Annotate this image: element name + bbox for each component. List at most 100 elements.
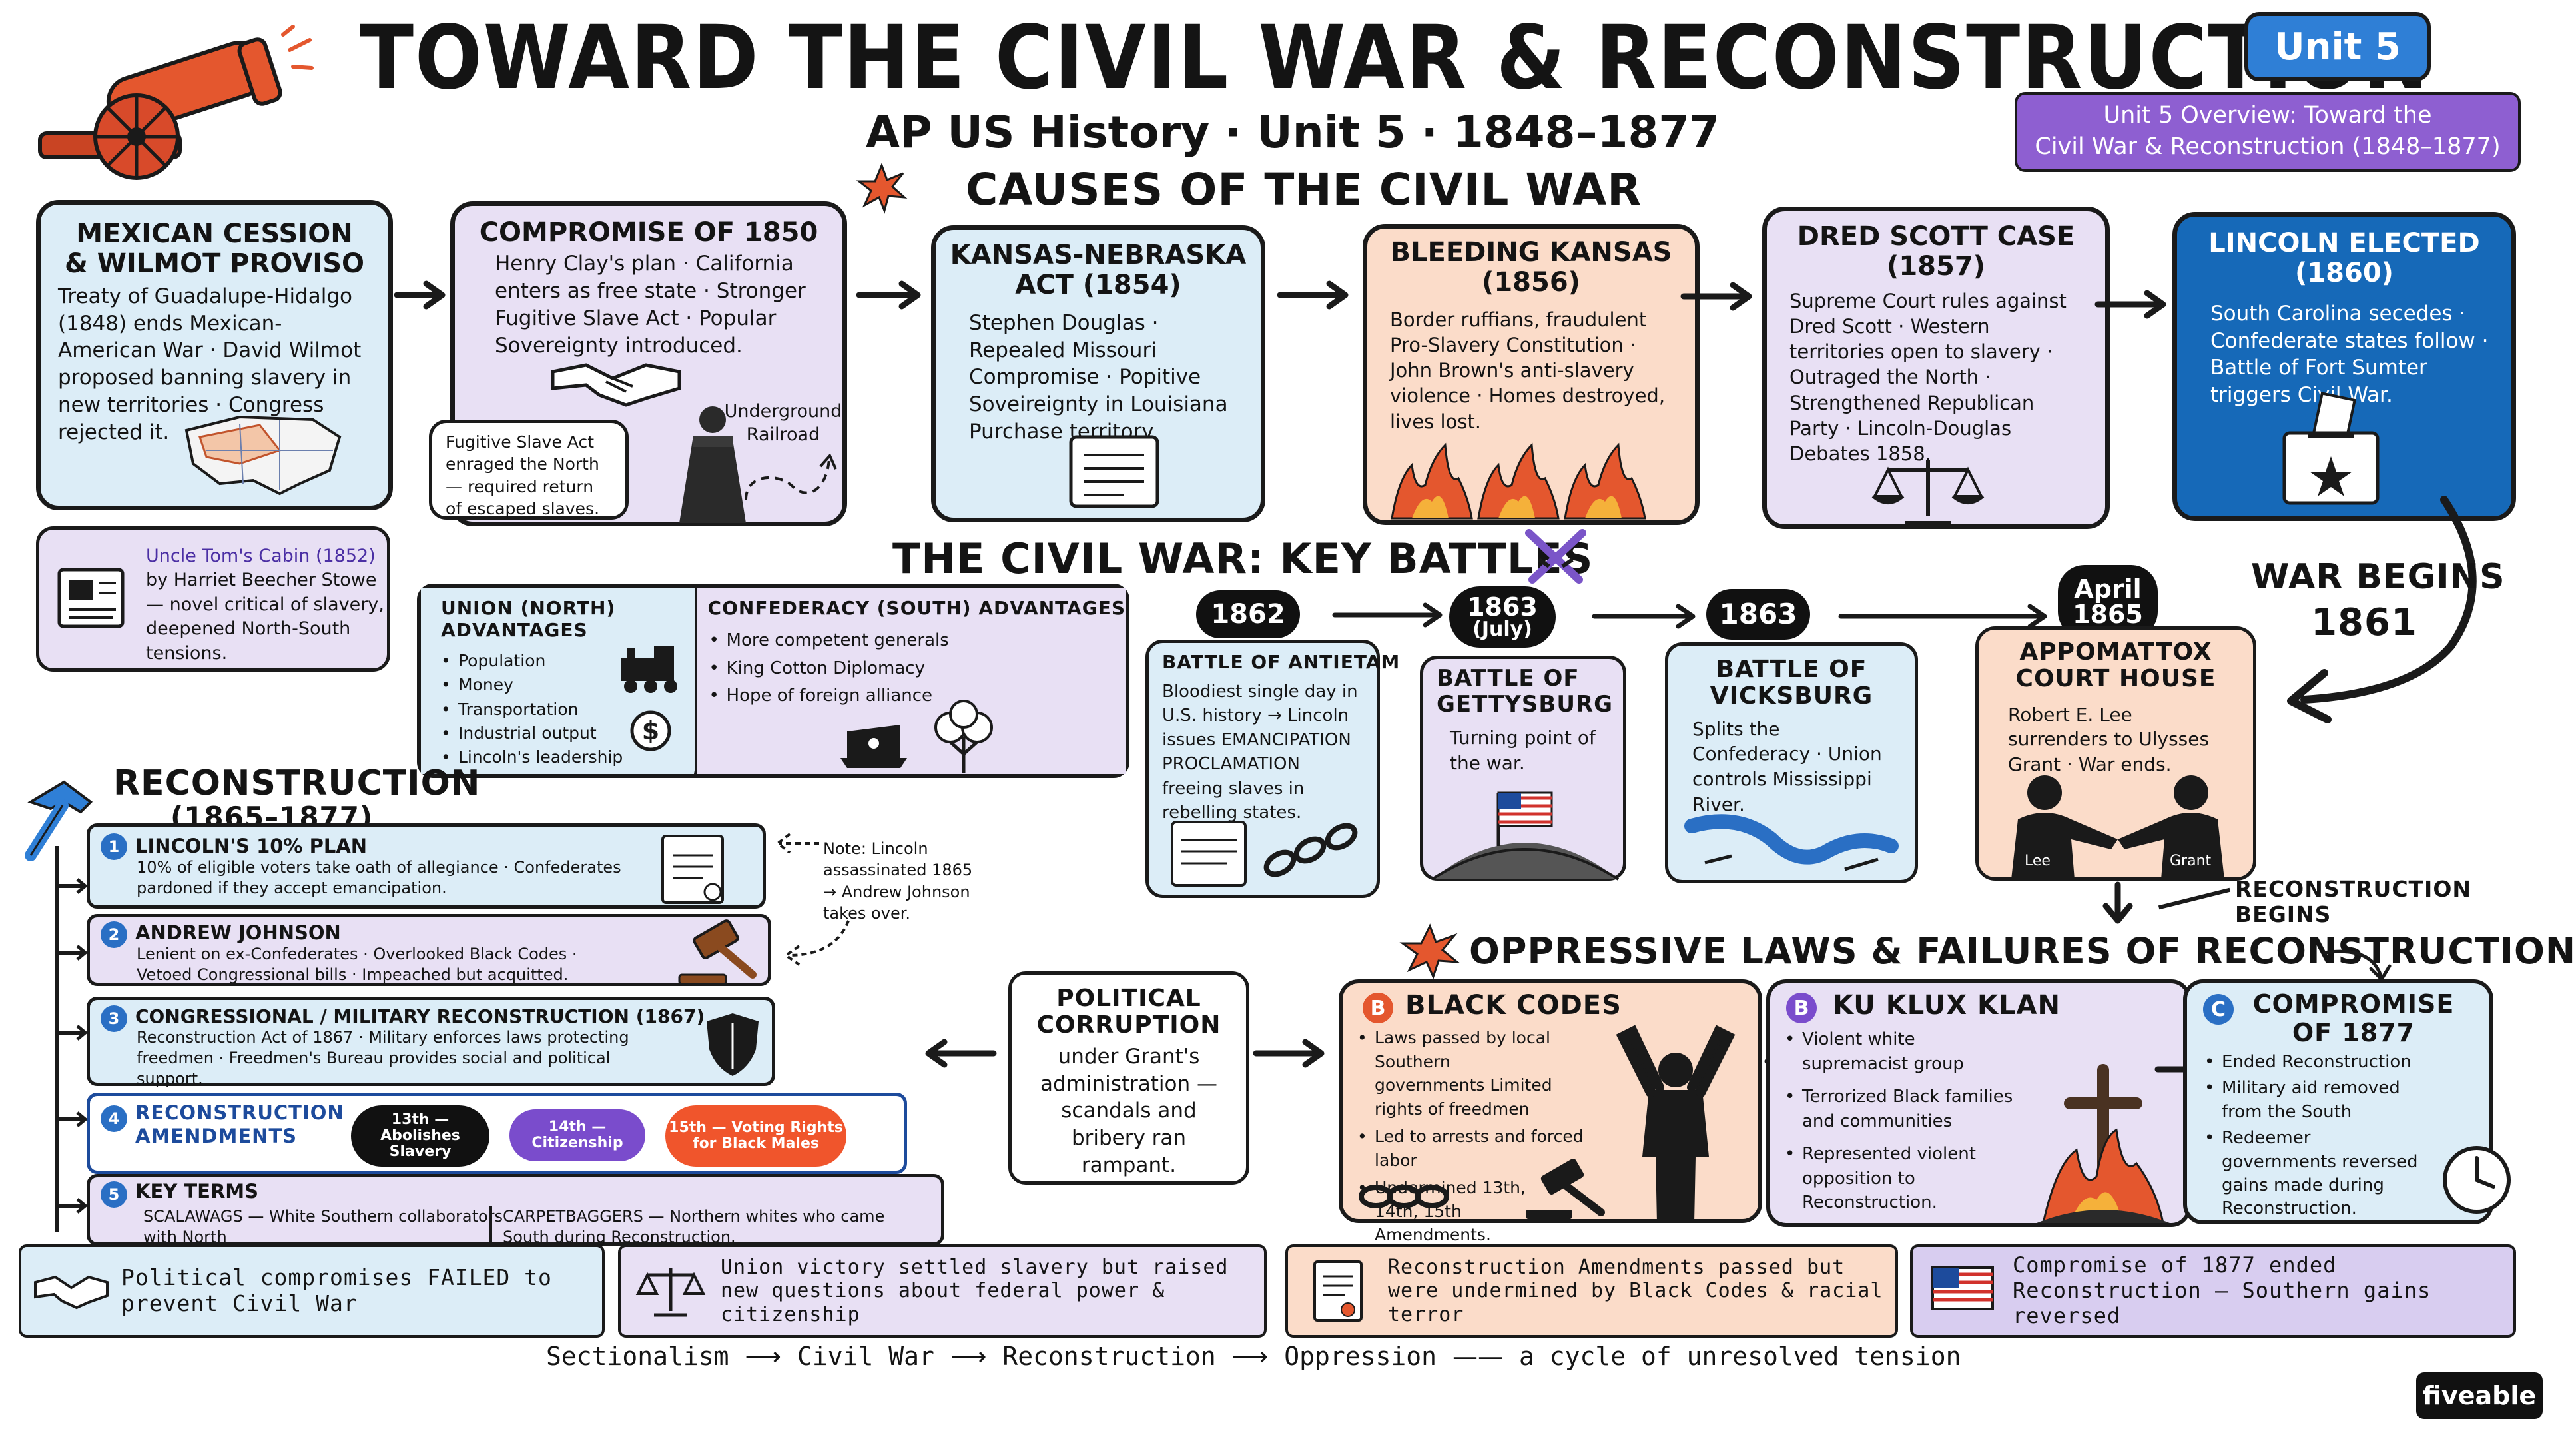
list-item: Led to arrests and forced labor [1355,1125,1585,1172]
list-item: Terrorized Black families and communitie… [1782,1085,2021,1134]
flow-step: Reconstruction [1002,1342,1216,1371]
shield-icon [703,1009,763,1079]
proclamation-chain-icon [1167,817,1367,890]
year-badge: 1863 [1706,589,1810,640]
card-title: KU KLUX KLAN [1833,990,2061,1021]
flow-step: Civil War [797,1342,934,1371]
ballot-box-icon [2278,392,2384,506]
recon-title: ANDREW JOHNSON [135,921,341,944]
number-badge: 3 [101,1005,127,1032]
list-item: Violent white supremacist group [1782,1027,2021,1077]
flow-step: Oppression [1284,1342,1437,1371]
document-seal-icon [1288,1258,1388,1324]
carpetbaggers-term: CARPETBAGGERS — Northern whites who came… [503,1207,885,1247]
dashed-arrow [775,915,855,969]
flow-step: Sectionalism [546,1342,729,1371]
hammer-icon [17,775,111,862]
unit-badge[interactable]: Unit 5 [2244,12,2431,81]
amendment-15-pill: 15th — Voting Rights for Black Males [665,1105,846,1167]
raised-arms-figure-icon [1609,1023,1742,1223]
flow-arrow-icon: ⟶ [1231,1342,1269,1371]
arrow-right [1253,1037,1327,1070]
arrow-right [1277,278,1351,312]
year-badge-gettysburg: 1863 (July) [1449,586,1556,648]
list-item: King Cotton Diplomacy [707,655,1126,683]
burning-cross-icon [2023,1063,2183,1224]
card-compromise-1877: C COMPROMISE OF 1877 Ended Reconstructio… [2183,979,2511,1224]
flow-dash: —— [1452,1342,1503,1371]
recon-title: KEY TERMS [135,1180,259,1202]
list-item: Population [438,649,695,674]
year-badge-appomattox: April 1865 [2058,565,2158,638]
summary-text: Union victory settled slavery but raised… [721,1255,1229,1326]
unit-badge-label: Unit 5 [2274,25,2401,69]
arrow-right [1838,601,2051,632]
oppressive-heading: OPPRESSIVE LAWS & FAILURES OF RECONSTRUC… [1469,930,2576,972]
card-title: LINCOLN ELECTED (1860) [2208,228,2480,288]
arrow-right [856,278,923,312]
number-badge: 2 [101,921,127,948]
arrow-right [2094,288,2168,321]
fugitive-slave-note: Fugitive Slave Act enraged the North — r… [429,420,629,520]
card-body: Turning point of the war. [1450,727,1596,774]
list-item: Represented violent opposition to Recons… [1782,1142,2021,1216]
recon-title: RECONSTRUCTION AMENDMENTS [135,1101,344,1148]
summary-flow: Sectionalism ⟶ Civil War ⟶ Reconstructio… [546,1336,2144,1376]
year-subtext: (July) [1472,618,1532,641]
card-gettysburg: BATTLE OF GETTYSBURG Turning point of th… [1420,656,1626,881]
uncle-toms-title: Uncle Tom's Cabin (1852) [146,546,376,566]
war-begins-label: WAR BEGINS [2251,557,2505,597]
starburst-icon [856,162,908,214]
scales-of-justice-icon [1865,453,1991,526]
war-begins-year: 1861 [2311,601,2417,644]
arrow-right [1332,600,1445,630]
summary-text: Political compromises FAILED to prevent … [121,1264,552,1316]
overview-box: Unit 5 Overview: Toward the Civil War & … [2015,92,2521,172]
divider [489,1206,492,1242]
card-compromise-1850: COMPROMISE OF 1850 Henry Clay's plan · C… [450,201,847,526]
crossed-swords-icon [1522,526,1589,586]
arrow-down [2098,881,2138,926]
list-item: Lincoln's leadership [438,745,695,770]
card-title: MEXICAN CESSION & WILMOT PROVISO [64,219,365,279]
summary-text: Reconstruction Amendments passed but wer… [1388,1255,1883,1326]
confederacy-advantages: CONFEDERACY (SOUTH) ADVANTAGES More comp… [697,588,1126,774]
dollar-coin-icon: $ [627,708,674,754]
scalawags-term: SCALAWAGS — White Southern collaborators… [143,1207,503,1247]
year-text: 1865 [2073,600,2143,629]
card-body: Splits the Confederacy · Union controls … [1692,718,1882,816]
number-badge: 1 [101,833,127,860]
uncle-toms-cabin-box: Uncle Tom's Cabin (1852) by Harriet Beec… [36,526,390,672]
cotton-plant-icon [924,700,1004,774]
card-dred-scott: DRED SCOTT CASE (1857) Supreme Court rul… [1762,207,2110,529]
overview-line-1: Unit 5 Overview: Toward the [2103,102,2432,129]
recon-title: CONGRESSIONAL / MILITARY RECONSTRUCTION … [135,1005,705,1027]
amendment-14-pill: 14th — Citizenship [509,1109,645,1161]
year-text: 1863 [1467,592,1538,622]
river-icon [1678,806,1905,879]
us-map-icon [180,410,346,497]
card-title: BLEEDING KANSAS (1856) [1390,237,1672,298]
handshake-figures-icon [1991,766,2244,879]
card-body: Supreme Court rules against Dred Scott ·… [1789,289,2067,466]
arrow-right [1592,601,1698,632]
card-title: POLITICAL CORRUPTION [1036,985,1221,1039]
underground-railroad-label: Underground Railroad [724,401,842,446]
card-body: under Grant's administration — scandals … [1040,1044,1218,1178]
card-body: Robert E. Lee surrenders to Ulysses Gran… [2008,703,2210,776]
number-badge: 4 [101,1105,127,1132]
kepi-cap-icon [837,718,910,771]
handshake-icon [546,352,686,412]
flow-step: a cycle of unresolved tension [1518,1342,1961,1371]
card-title: BATTLE OF ANTIETAM [1162,651,1401,673]
card-body: Henry Clay's plan · California enters as… [495,251,806,358]
fiveable-logo[interactable]: fiveable [2416,1372,2543,1419]
dashed-arrow [773,823,826,863]
war-begins-arrow [2251,486,2504,726]
list-item: Laws passed by local Southern government… [1355,1026,1558,1121]
causes-heading: CAUSES OF THE CIVIL WAR [966,164,1642,215]
card-body: Treaty of Guadalupe-Hidalgo (1848) ends … [58,284,362,445]
recon-item-10-plan: 1 LINCOLN'S 10% PLAN 10% of eligible vot… [87,823,766,909]
train-icon [614,641,687,694]
scales-of-justice-icon [621,1264,721,1318]
